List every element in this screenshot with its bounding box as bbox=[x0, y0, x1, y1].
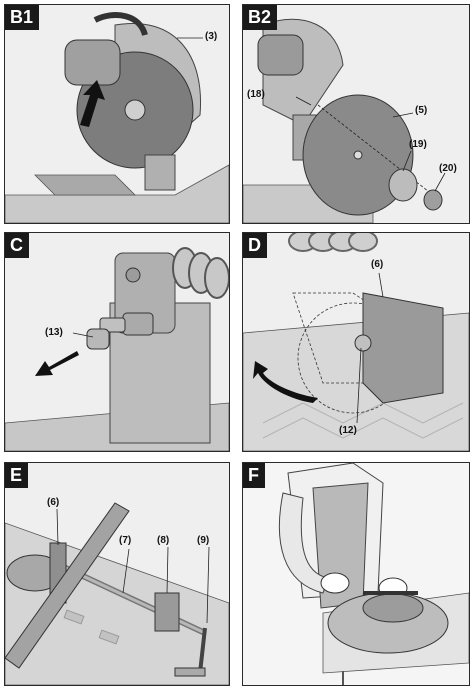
panel-tag: C bbox=[5, 233, 29, 258]
callout-19: (19) bbox=[409, 139, 427, 150]
callout-20: (20) bbox=[439, 163, 457, 174]
callout-5: (5) bbox=[415, 105, 428, 116]
panel-tag: B1 bbox=[5, 5, 40, 30]
callout-3: (3) bbox=[205, 31, 218, 42]
callout-9: (9) bbox=[197, 535, 210, 546]
callout-6: (6) bbox=[47, 497, 60, 508]
callout-7: (7) bbox=[119, 535, 132, 546]
workpiece-clamp-illustration bbox=[5, 463, 229, 685]
panel-c: C (13) bbox=[4, 232, 230, 452]
panel-tag: E bbox=[5, 463, 29, 488]
panel-tag: F bbox=[243, 463, 265, 488]
callout-13: (13) bbox=[45, 327, 63, 338]
panel-tag: B2 bbox=[243, 5, 278, 30]
carrying-saw-illustration bbox=[243, 463, 469, 685]
angle-adjust-illustration bbox=[243, 233, 469, 451]
callout-18: (18) bbox=[247, 89, 265, 100]
panel-tag: D bbox=[243, 233, 267, 258]
callout-6: (6) bbox=[371, 259, 384, 270]
callout-8: (8) bbox=[157, 535, 170, 546]
panel-e: E (6) (7) (8) (9) bbox=[4, 462, 230, 686]
panel-f: F bbox=[242, 462, 470, 686]
panel-b2: B2 (18) (5) (19) (20) bbox=[242, 4, 470, 224]
panel-b1: B1 (3) bbox=[4, 4, 230, 224]
panel-d: D (6) (12) bbox=[242, 232, 470, 452]
saw-blade-mount-illustration bbox=[5, 5, 229, 223]
blade-exploded-illustration bbox=[243, 5, 469, 223]
callout-12: (12) bbox=[339, 425, 357, 436]
lock-pin-illustration bbox=[5, 233, 229, 451]
